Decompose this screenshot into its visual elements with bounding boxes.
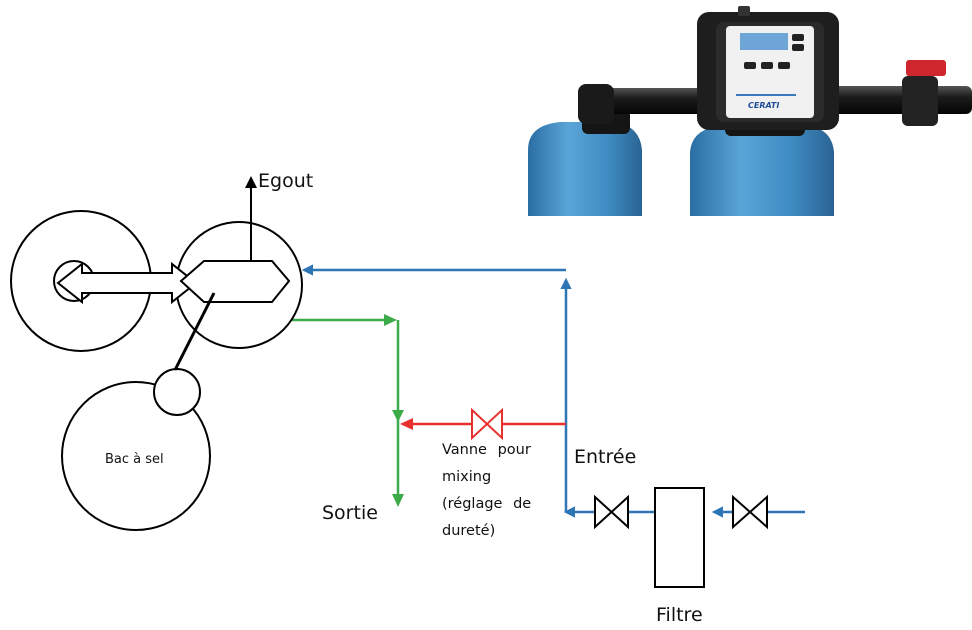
outlet-pipe — [289, 314, 404, 507]
inlet-valve-1-icon — [594, 494, 629, 530]
brine-line — [173, 292, 216, 371]
label-egout: Egout — [258, 170, 314, 192]
label-sortie: Sortie — [322, 502, 378, 524]
resin-tank-left — [528, 122, 642, 216]
inlet-valve-2-icon — [732, 494, 768, 530]
pipe-right — [830, 86, 972, 114]
brand-logo: CERATI — [748, 101, 779, 110]
label-filtre: Filtre — [656, 604, 703, 626]
softener-photo: CERATI — [528, 6, 972, 216]
resin-tank-right — [690, 126, 834, 216]
drain-arrow-icon — [245, 176, 257, 188]
label-vanne-mixing: Vanne pour mixing (réglage de dureté) — [442, 442, 532, 539]
valve-handle — [906, 60, 946, 76]
filter-box — [654, 487, 705, 588]
pipe-left — [588, 88, 728, 114]
label-bac-a-sel: Bac à sel — [105, 452, 164, 467]
mixing-valve-icon — [471, 407, 503, 441]
inlet-pipe — [301, 264, 805, 518]
control-valve-hexagon — [179, 260, 291, 303]
label-entree: Entrée — [574, 446, 637, 468]
lcd-display — [740, 33, 788, 50]
brine-well-circle — [153, 368, 201, 416]
bypass-pipe — [400, 418, 566, 430]
brine-tank-circle — [61, 381, 211, 531]
